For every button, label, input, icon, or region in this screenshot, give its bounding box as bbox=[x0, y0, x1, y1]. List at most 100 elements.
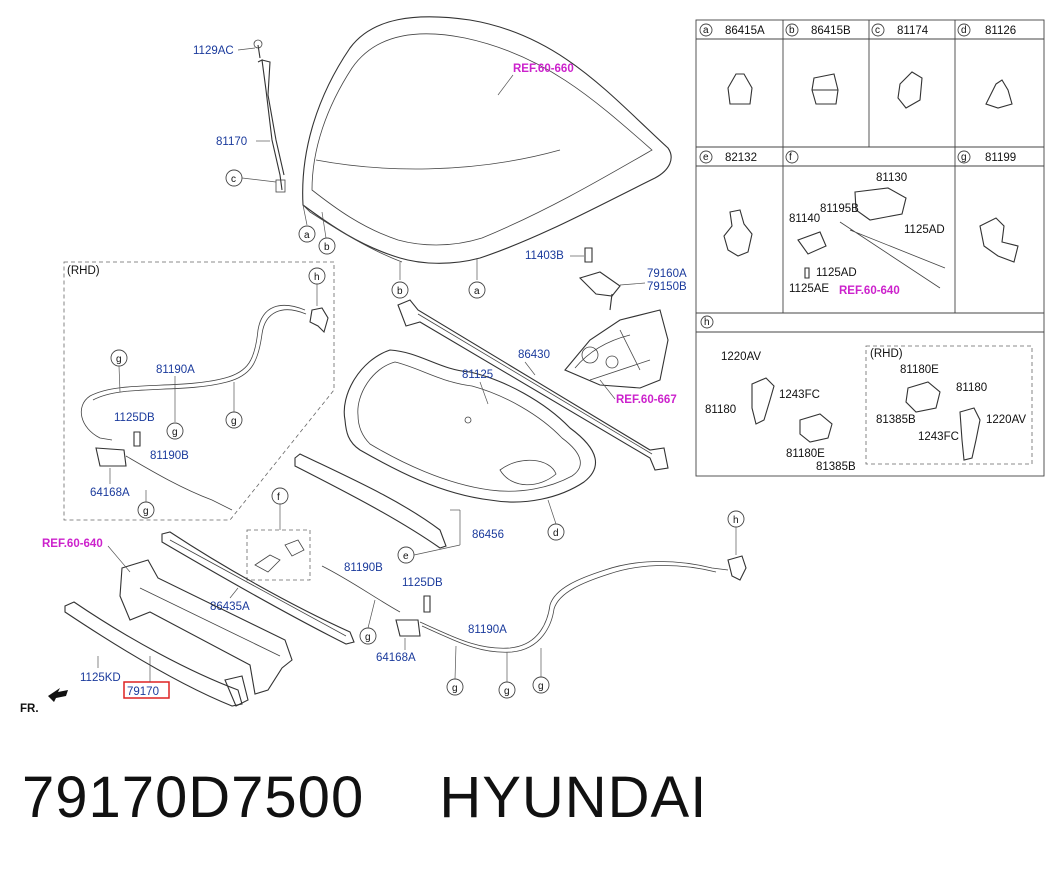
label-h-81180: 81180 bbox=[705, 404, 736, 416]
ref-label-latch: REF.60-667 bbox=[616, 394, 677, 406]
clip-d-icon bbox=[985, 79, 1013, 109]
svg-text:g: g bbox=[231, 416, 237, 427]
legend-f: f bbox=[785, 150, 799, 164]
label-h-1220AV: 1220AV bbox=[721, 351, 761, 363]
actuator-g-icon bbox=[979, 217, 1019, 263]
label-hr-81385B: 81385B bbox=[876, 414, 916, 426]
svg-text:c: c bbox=[231, 174, 236, 185]
callout-g-lhd-1: g bbox=[359, 627, 377, 645]
legend-h: h bbox=[700, 315, 714, 329]
ref-label-f: REF.60-640 bbox=[839, 285, 900, 297]
label-f-1125AE: 1125AE bbox=[789, 283, 829, 295]
callout-d: d bbox=[547, 523, 565, 541]
callout-e: e bbox=[397, 546, 415, 564]
callout-b-1: b bbox=[318, 237, 336, 255]
rhd-region bbox=[63, 261, 335, 521]
release-handle-h-icon bbox=[751, 377, 775, 425]
svg-text:g: g bbox=[961, 152, 967, 163]
svg-text:e: e bbox=[403, 551, 409, 562]
label-1125DB-rhd: 1125DB bbox=[114, 412, 155, 424]
part-number: 79170D7500 bbox=[22, 765, 365, 830]
svg-text:82132: 82132 bbox=[725, 152, 757, 164]
svg-text:81126: 81126 bbox=[985, 25, 1016, 37]
part-number-footer: 79170D7500 HYUNDAI bbox=[22, 764, 707, 831]
legend-h-rhd-box bbox=[865, 345, 1033, 465]
label-86430: 86430 bbox=[518, 349, 550, 361]
svg-text:h: h bbox=[704, 317, 710, 328]
label-79150B: 79150B bbox=[647, 281, 687, 293]
ref-label-hood: REF.60-660 bbox=[513, 63, 574, 75]
callout-h-rhd: h bbox=[308, 267, 326, 285]
callout-g-lhd-4: g bbox=[532, 676, 550, 694]
radiator-support-bracket bbox=[564, 309, 669, 389]
svg-text:g: g bbox=[504, 686, 510, 697]
label-hr-81180E: 81180E bbox=[900, 364, 939, 376]
label-79160A: 79160A bbox=[647, 268, 687, 280]
callout-a-1: a bbox=[298, 225, 316, 243]
grommet-e-icon bbox=[723, 209, 753, 257]
callout-f: f bbox=[271, 487, 289, 505]
label-f-1125AD-1: 1125AD bbox=[904, 224, 945, 236]
label-hr-1220AV: 1220AV bbox=[986, 414, 1026, 426]
svg-text:g: g bbox=[452, 683, 458, 694]
latch-assembly-f bbox=[797, 187, 946, 289]
bumper-a-icon bbox=[727, 73, 753, 105]
label-f-1125AD-2: 1125AD bbox=[816, 267, 857, 279]
svg-text:d: d bbox=[553, 528, 559, 539]
label-11403B: 11403B bbox=[525, 250, 564, 262]
handle-bracket-h-icon bbox=[799, 413, 833, 443]
label-hr-81180: 81180 bbox=[956, 382, 987, 394]
callout-g-lhd-3: g bbox=[498, 681, 516, 699]
callout-g-rhd-4: g bbox=[137, 501, 155, 519]
label-79170: 79170 bbox=[127, 686, 159, 698]
svg-text:a: a bbox=[703, 25, 709, 36]
label-1125DB: 1125DB bbox=[402, 577, 443, 589]
front-crossmember bbox=[64, 559, 293, 707]
seal-strip-86430 bbox=[397, 299, 669, 471]
label-64168A-rhd: 64168A bbox=[90, 487, 130, 499]
callout-a-2: a bbox=[468, 281, 486, 299]
svg-text:g: g bbox=[538, 681, 544, 692]
label-f-81130: 81130 bbox=[876, 172, 907, 184]
label-81190B-rhd: 81190B bbox=[150, 450, 189, 462]
hood-insulator bbox=[343, 349, 596, 503]
callout-c: c bbox=[225, 169, 243, 187]
callout-g-rhd-1: g bbox=[110, 349, 128, 367]
svg-text:h: h bbox=[733, 515, 739, 526]
seal-strip-86435A bbox=[161, 531, 355, 645]
hood-panel bbox=[302, 16, 672, 264]
legend-h-rhd-label: (RHD) bbox=[870, 348, 903, 360]
release-handle-hr-icon bbox=[959, 407, 981, 461]
svg-text:b: b bbox=[789, 25, 795, 36]
callout-g-rhd-3: g bbox=[225, 411, 243, 429]
label-1125KD: 1125KD bbox=[80, 672, 121, 684]
highlight-79170-box bbox=[123, 681, 170, 699]
svg-text:a: a bbox=[474, 286, 480, 297]
seal-86456 bbox=[294, 453, 447, 549]
svg-text:g: g bbox=[143, 506, 149, 517]
label-f-81195B: 81195B bbox=[820, 203, 859, 215]
svg-text:f: f bbox=[277, 492, 280, 503]
label-86456: 86456 bbox=[472, 529, 504, 541]
front-direction-label: FR. bbox=[20, 703, 39, 715]
callout-h-lhd: h bbox=[727, 510, 745, 528]
label-1129AC: 1129AC bbox=[193, 45, 234, 57]
svg-text:b: b bbox=[324, 242, 330, 253]
svg-text:81199: 81199 bbox=[985, 152, 1016, 164]
label-81190B: 81190B bbox=[344, 562, 383, 574]
bumper-b-icon bbox=[811, 73, 839, 105]
svg-text:f: f bbox=[789, 152, 792, 163]
svg-text:h: h bbox=[314, 272, 320, 283]
legend-g: g 81199 bbox=[957, 150, 1016, 164]
label-hr-1243FC: 1243FC bbox=[918, 431, 959, 443]
detail-f-box bbox=[246, 529, 311, 581]
clip-c-icon bbox=[897, 71, 923, 109]
svg-text:86415B: 86415B bbox=[811, 25, 851, 37]
label-h-1243FC: 1243FC bbox=[779, 389, 820, 401]
legend-b: b 86415B bbox=[785, 23, 851, 37]
label-h-81385B: 81385B bbox=[816, 461, 856, 473]
